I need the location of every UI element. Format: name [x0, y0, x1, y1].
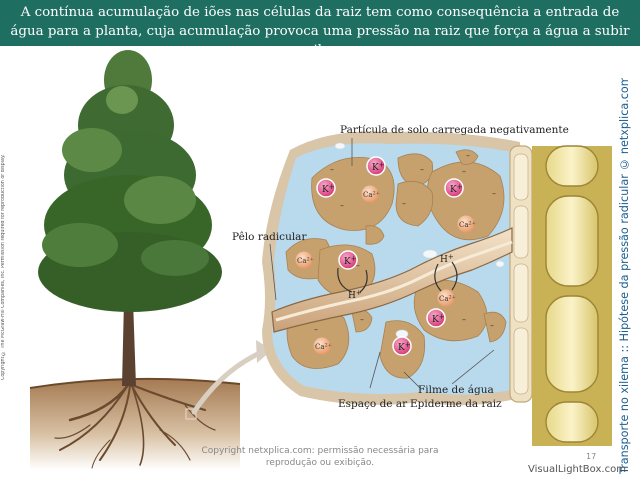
svg-text:K+: K+ — [372, 161, 385, 173]
svg-text:–: – — [420, 165, 424, 174]
svg-text:–: – — [360, 315, 364, 324]
soil-particles — [285, 149, 507, 379]
svg-text:–: – — [340, 201, 344, 210]
svg-text:H+: H+ — [440, 253, 454, 265]
root-hair-inner — [275, 240, 513, 322]
label-water-film: Filme de água — [418, 384, 494, 396]
svg-text:H+: H+ — [348, 289, 362, 301]
label-soil-particle: Partícula de solo carregada negativament… — [340, 124, 569, 136]
label-root-epidermis: Epiderme da raiz — [410, 398, 502, 410]
svg-text:K+: K+ — [398, 341, 411, 353]
xylem-vessels — [532, 145, 612, 446]
tree-roots — [54, 383, 216, 469]
page-number: 17 — [586, 452, 597, 461]
ion-h-1: H+ — [348, 289, 362, 301]
svg-text:–: – — [462, 167, 466, 176]
svg-text:K+: K+ — [432, 313, 445, 325]
svg-text:–: – — [356, 261, 360, 270]
caption-banner: A contínua acumulação de iões nas célula… — [0, 0, 640, 58]
ion-ca-3: Ca2+ — [295, 251, 314, 269]
ion-exchange-arrows — [337, 261, 458, 293]
svg-text:Ca2+: Ca2+ — [315, 343, 332, 352]
svg-text:–: – — [492, 189, 496, 198]
svg-text:–: – — [314, 325, 318, 334]
label-leader-lines — [269, 138, 495, 389]
svg-text:–: – — [402, 199, 406, 208]
ion-h-2: H+ — [440, 253, 454, 265]
root-epidermis-cells — [509, 145, 533, 403]
ion-k-3: K+ — [444, 178, 464, 198]
svg-text:–: – — [490, 321, 494, 330]
svg-text:K+: K+ — [322, 183, 335, 195]
ground — [30, 378, 240, 470]
ion-k-6: K+ — [392, 336, 412, 356]
copyright-center: Copyright netxplica.com: permissão neces… — [201, 446, 439, 468]
ion-ca-2: Ca2+ — [457, 215, 476, 233]
watermark: VisualLightBox.com — [528, 464, 626, 475]
ion-ca-5: Ca2+ — [313, 337, 332, 355]
ion-k-1: K+ — [366, 156, 386, 176]
tree-crown — [38, 50, 222, 312]
svg-text:Ca2+: Ca2+ — [439, 295, 456, 304]
ion-ca-1: Ca2+ — [361, 185, 380, 203]
label-root-hair: Pêlo radicular — [232, 231, 307, 243]
copyright-vertical: Copyright © The McGraw-Hill Companies, I… — [1, 154, 6, 380]
tree-trunk — [122, 300, 136, 386]
svg-text:–: – — [330, 165, 334, 174]
svg-text:–: – — [466, 151, 470, 160]
zoom-arrow — [191, 349, 265, 415]
svg-text:K+: K+ — [450, 183, 463, 195]
svg-text:K+: K+ — [344, 255, 357, 267]
svg-text:–: – — [462, 315, 466, 324]
root-callout-box — [185, 408, 197, 420]
caption-text: A contínua acumulação de iões nas célula… — [10, 5, 630, 58]
ion-k-4: K+ — [338, 250, 358, 270]
side-title-vertical: Transporte no xilema :: Hipótese da pres… — [618, 78, 631, 474]
svg-text:Ca2+: Ca2+ — [459, 221, 476, 230]
ion-k-5: K+ — [426, 308, 446, 328]
ion-ca-4: Ca2+ — [437, 289, 456, 307]
svg-text:Ca2+: Ca2+ — [363, 191, 380, 200]
ion-k-2: K+ — [316, 178, 336, 198]
svg-text:Ca2+: Ca2+ — [297, 257, 314, 266]
label-air-space: Espaço de ar — [338, 398, 408, 410]
